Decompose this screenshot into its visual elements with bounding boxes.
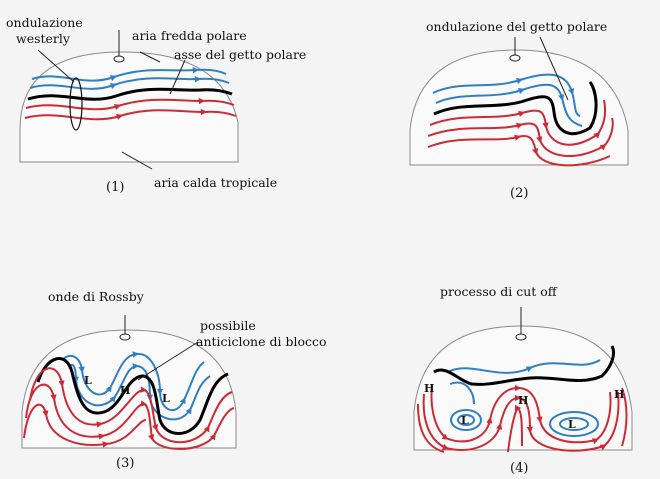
panel-1: ondulazione westerly aria fredda polare … xyxy=(6,15,306,195)
pressure-center-low: L xyxy=(461,414,469,427)
jet-undulation-label: ondulazione del getto polare xyxy=(426,19,607,34)
westerly-undulation-label-line1: ondulazione xyxy=(6,15,83,30)
pressure-center-high: H xyxy=(120,384,130,397)
leader-line xyxy=(137,341,199,381)
jet-axis-line xyxy=(433,345,616,386)
pressure-center-high: H xyxy=(424,382,434,395)
panel-3: L H L onde di Rossby possibile anticiclo… xyxy=(21,289,327,471)
jet-axis-label: asse del getto polare xyxy=(174,47,306,62)
hemisphere-dome xyxy=(19,51,239,163)
warm-air-label: aria calda tropicale xyxy=(154,175,277,190)
rossby-waves-label: onde di Rossby xyxy=(48,289,145,304)
pressure-center-low: L xyxy=(84,374,92,387)
warm-streamlines xyxy=(23,367,235,450)
leader-line xyxy=(539,36,569,101)
warm-streamlines xyxy=(427,99,614,167)
warm-streamlines xyxy=(417,384,628,453)
cutoff-label: processo di cut off xyxy=(440,284,558,299)
north-pole-marker xyxy=(515,307,527,341)
panel-number: (4) xyxy=(510,461,528,476)
pressure-center-low: L xyxy=(162,392,170,405)
cold-air-label: aria fredda polare xyxy=(132,28,247,43)
panel-number: (2) xyxy=(510,186,528,201)
panel-2: ondulazione del getto polare (2) xyxy=(409,19,629,201)
north-pole-marker xyxy=(113,30,125,63)
north-pole-marker xyxy=(509,37,521,62)
westerly-undulation-ring xyxy=(69,77,83,131)
north-pole-marker xyxy=(119,315,131,341)
panel-number: (3) xyxy=(116,456,134,471)
blocking-label-line2: anticiclone di blocco xyxy=(196,334,327,349)
pressure-center-high: H xyxy=(614,388,624,401)
pressure-center-low: L xyxy=(568,418,576,431)
panel-number: (1) xyxy=(106,180,124,195)
westerly-undulation-label-line2: westerly xyxy=(16,31,71,46)
panel-4: H H H L L processo di cut off (4) xyxy=(413,284,633,476)
leader-lines xyxy=(37,49,186,170)
pressure-center-high: H xyxy=(518,394,528,407)
blocking-label-line1: possibile xyxy=(200,318,256,333)
